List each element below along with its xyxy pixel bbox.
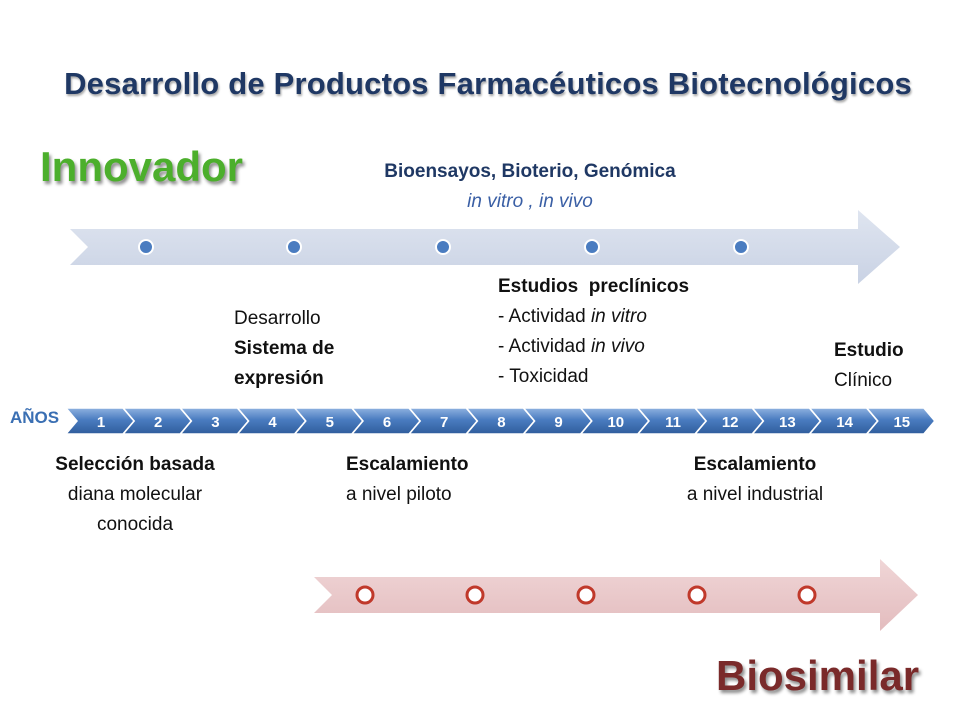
year-label-3: 3 [211,414,219,431]
biosimilar-milestone-dot-2 [465,585,485,605]
innovador-arrow [70,210,900,284]
stage-piloto: Escalamiento a nivel piloto [346,450,469,510]
innovador-milestone-dot-2 [286,239,302,255]
biosimilar-milestone-dot-1 [355,585,375,605]
industrial-line2: a nivel industrial [686,484,824,505]
clinico-line2: Clínico [834,370,893,391]
innovador-milestone-dot-3 [435,239,451,255]
preclinicos-heading: Estudios preclínicos [498,276,690,297]
preclinicos-item1-prefix: - Actividad [498,306,591,327]
industrial-line1: Escalamiento [693,454,817,475]
year-label-13: 13 [779,414,796,431]
year-chevron-15 [865,407,936,435]
preclinicos-item1: - Actividad in vitro [498,302,689,332]
year-label-14: 14 [836,414,853,431]
innovador-milestone-dot-4 [584,239,600,255]
preclinicos-item2-italic: in vivo [590,336,645,357]
biosimilar-arrow-shape [314,559,918,631]
year-label-6: 6 [383,414,391,431]
year-label-8: 8 [497,414,505,431]
piloto-line2: a nivel piloto [346,484,452,505]
year-label-10: 10 [607,414,624,431]
year-label-7: 7 [440,414,448,431]
year-label-15: 15 [893,414,910,431]
year-label-4: 4 [268,414,277,431]
desarrollo-line2: Sistema de [234,338,335,359]
innovador-arrow-shape [70,210,900,284]
seleccion-line1: Selección basada [55,454,215,475]
biosimilar-milestone-dot-4 [687,585,707,605]
anos-label: AÑOS [10,408,60,427]
preclinicos-item2: - Actividad in vivo [498,332,689,362]
year-label-9: 9 [554,414,562,431]
year-label-2: 2 [154,414,162,431]
year-label-1: 1 [97,414,105,431]
clinico-line1: Estudio [834,340,904,361]
stage-clinico: Estudio Clínico [834,336,904,396]
stage-industrial: Escalamiento a nivel industrial [640,450,870,510]
desarrollo-line3: expresión [234,368,324,389]
page-title: Desarrollo de Productos Farmacéuticos Bi… [64,66,912,101]
preclinicos-item1-italic: in vitro [590,306,647,327]
year-label-11: 11 [665,414,681,431]
piloto-line1: Escalamiento [346,454,469,475]
seleccion-line2: diana molecular [67,484,203,505]
innovador-milestone-dot-1 [138,239,154,255]
year-label-5: 5 [326,414,334,431]
biosimilar-label: Biosimilar [716,652,920,699]
bioensayos-label: Bioensayos, Bioterio, Genómica [384,161,676,182]
in-vitro-in-vivo-label: in vitro , in vivo [467,191,593,212]
stage-preclinicos: Estudios preclínicos - Actividad in vitr… [498,272,689,392]
preclinicos-item2-prefix: - Actividad [498,336,591,357]
biosimilar-milestone-dot-3 [576,585,596,605]
desarrollo-line1: Desarrollo [234,308,321,329]
innovador-milestone-dot-5 [733,239,749,255]
biosimilar-milestone-dot-5 [797,585,817,605]
preclinicos-item3: - Toxicidad [498,366,589,387]
year-label-12: 12 [722,414,739,431]
innovador-label: Innovador [40,143,244,190]
stage-desarrollo: Desarrollo Sistema de expresión [234,304,334,394]
seleccion-line3: conocida [96,514,174,535]
biosimilar-arrow [314,559,918,631]
stage-seleccion: Selección basada diana molecular conocid… [24,450,246,540]
